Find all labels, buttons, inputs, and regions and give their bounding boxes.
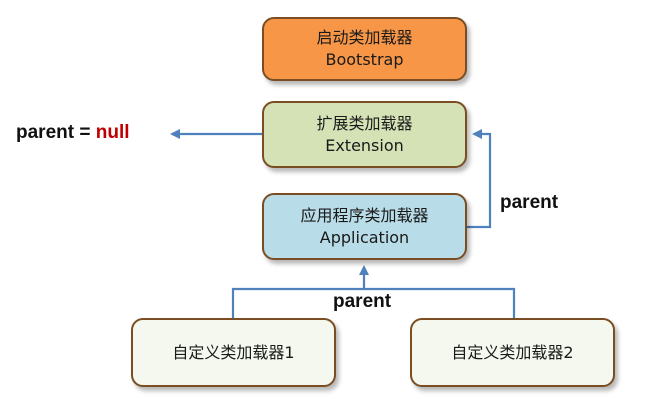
application-loader-subtitle: Application [319, 227, 410, 247]
bootstrap-loader-title: 启动类加载器 [316, 28, 413, 47]
application-loader-title: 应用程序类加载器 [300, 205, 429, 225]
parent-label-bottom: parent [333, 291, 392, 312]
custom-loader-1-title: 自定义类加载器1 [172, 342, 295, 362]
extension-loader-title: 扩展类加载器 [316, 113, 413, 133]
bootstrap-loader-node: 启动类加载器 Bootstrap [262, 17, 467, 81]
parent-null-word: parent [16, 122, 75, 143]
parent-label-right: parent [500, 192, 559, 213]
bootstrap-loader-subtitle: Bootstrap [325, 50, 404, 69]
parent-null-equals: = [79, 122, 91, 143]
custom-loader-2-title: 自定义类加载器2 [451, 342, 574, 362]
parent-null-value: null [95, 122, 130, 143]
extension-loader-subtitle: Extension [325, 135, 404, 155]
custom-to-application-connector [231, 287, 516, 318]
application-loader-node: 应用程序类加载器 Application [262, 193, 467, 260]
parent-null-label: parent = null [16, 122, 130, 144]
extension-loader-node: 扩展类加载器 Extension [262, 101, 467, 168]
custom-loader-1-node: 自定义类加载器1 [131, 318, 336, 387]
custom-loader-2-node: 自定义类加载器2 [410, 318, 615, 387]
application-to-extension-arrow [467, 129, 492, 229]
